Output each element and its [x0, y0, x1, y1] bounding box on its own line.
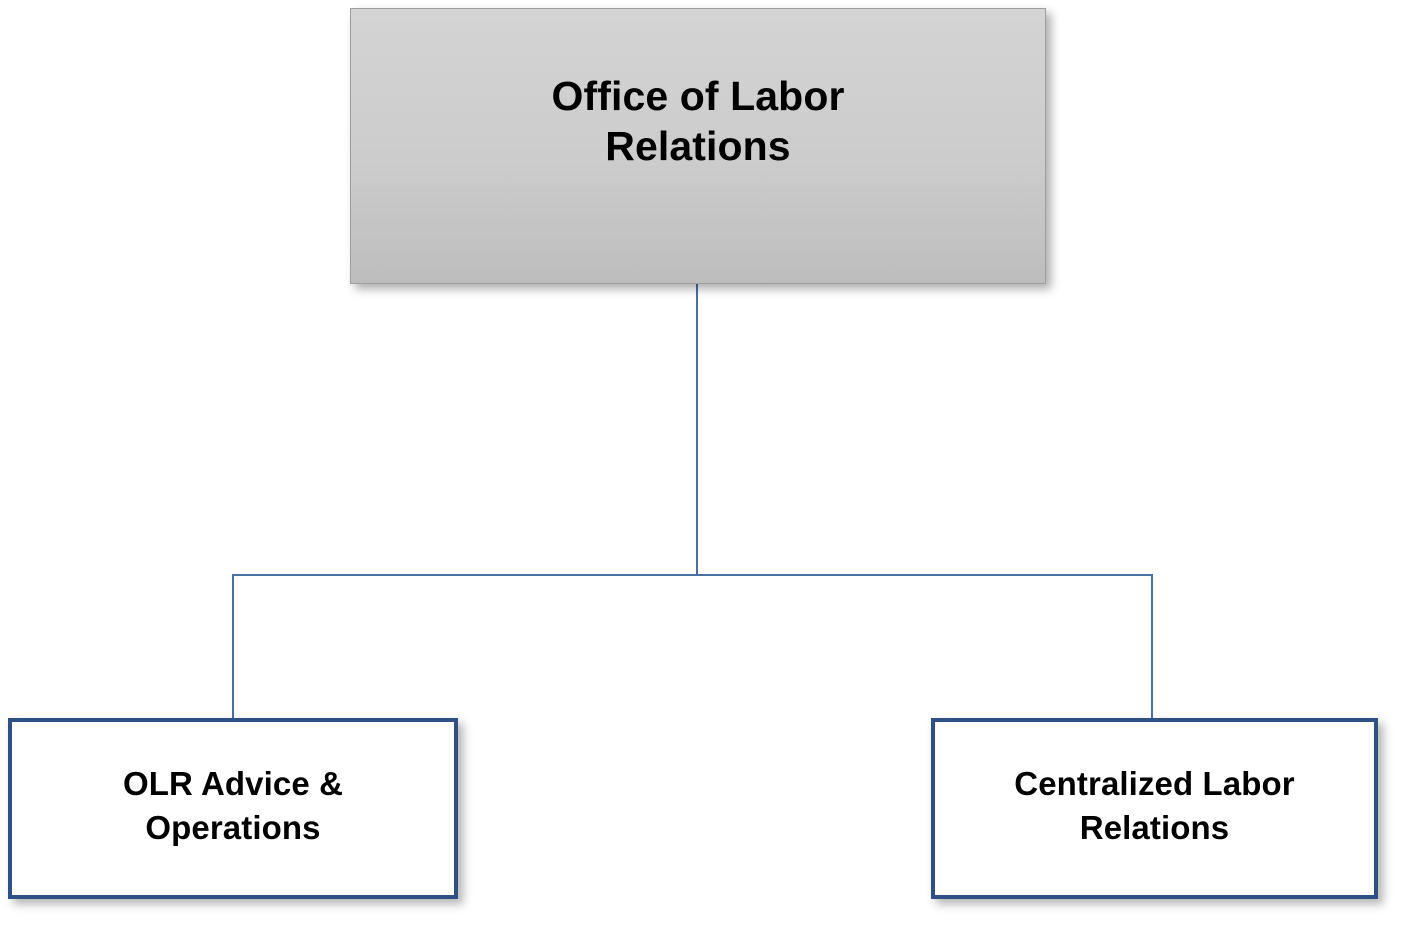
org-node-office-of-labor-relations[interactable]: Office of Labor Relations: [350, 8, 1046, 284]
org-node-left-child-label: OLR Advice & Operations: [122, 765, 344, 846]
org-node-centralized-labor-relations[interactable]: Centralized Labor Relations: [931, 718, 1378, 899]
connector-horizontal-bus: [232, 574, 1153, 576]
org-node-right-child-label: Centralized Labor Relations: [1014, 765, 1295, 846]
connector-bus-to-left-child: [232, 574, 234, 719]
org-node-root-label: Office of Labor Relations: [551, 73, 845, 170]
connector-bus-to-right-child: [1151, 574, 1153, 719]
org-node-olr-advice-and-operations[interactable]: OLR Advice & Operations: [8, 718, 458, 899]
connector-root-to-bus: [696, 283, 698, 576]
